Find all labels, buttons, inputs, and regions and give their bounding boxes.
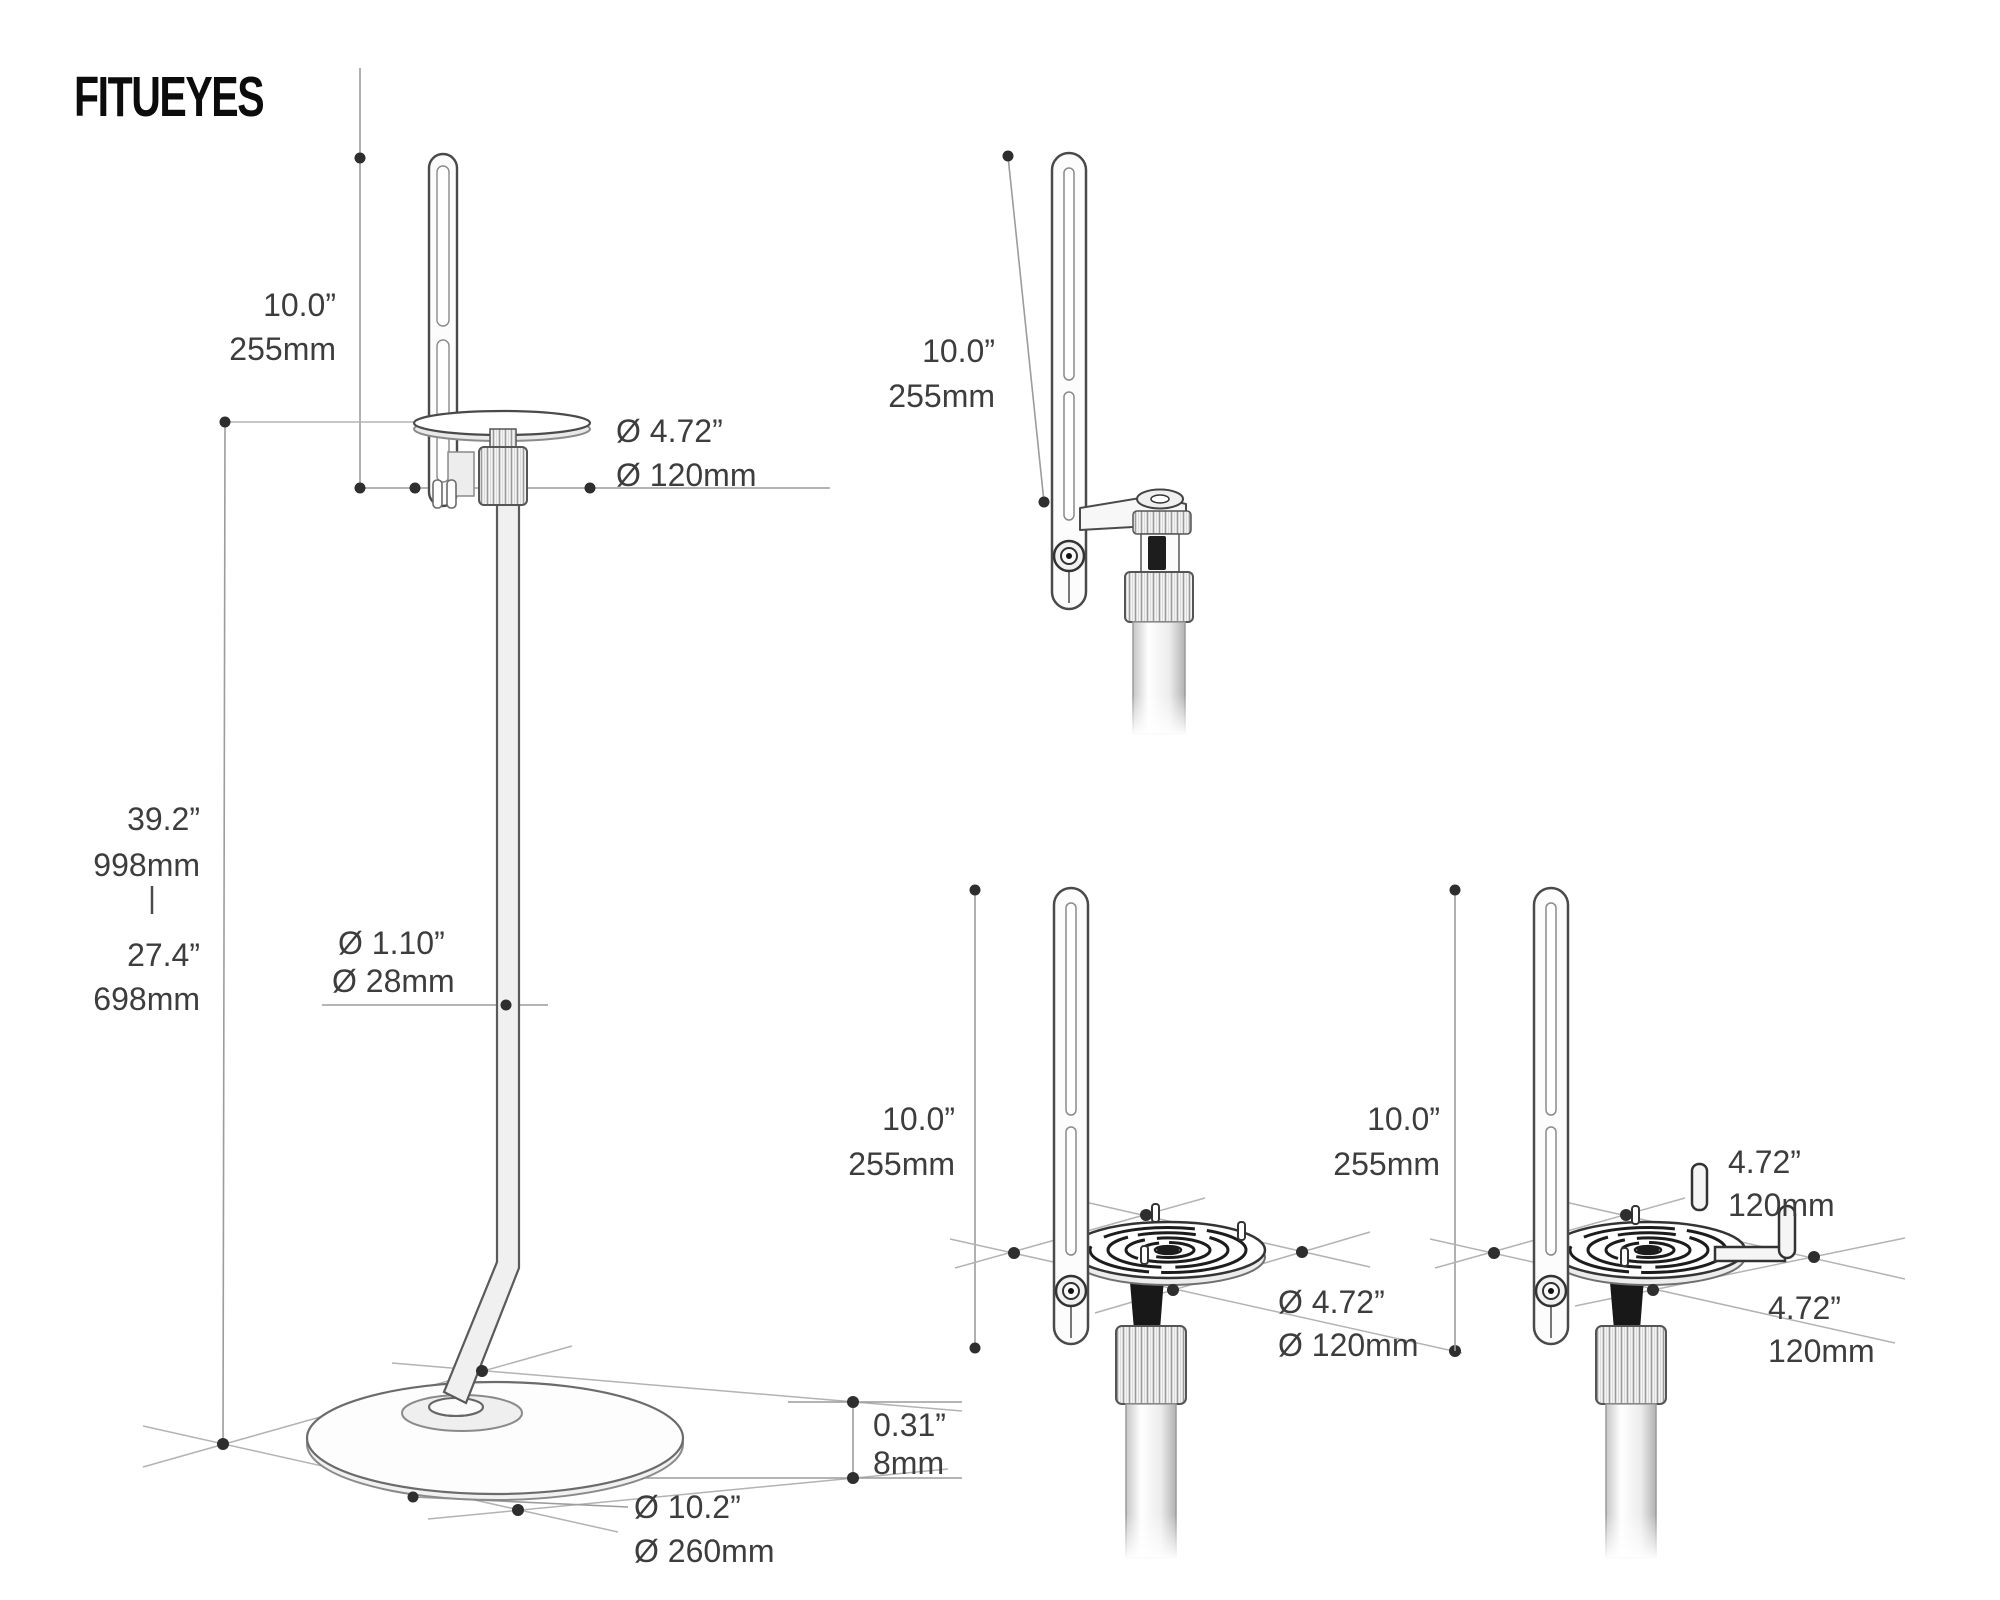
tray-peg-2 xyxy=(1237,1221,1246,1241)
main-height-max-mm: 998mm xyxy=(93,847,200,883)
main-pole-dia-in: Ø 1.10” xyxy=(338,925,445,961)
stand-pole xyxy=(442,501,521,1405)
main-bracket-height-mm: 255mm xyxy=(229,331,336,367)
dome-peg xyxy=(1690,1162,1709,1212)
bracket-fork-rear xyxy=(446,479,457,509)
tray-bracket-height-mm: 255mm xyxy=(848,1146,955,1182)
hook-tray-depth-mm: 120mm xyxy=(1768,1333,1875,1369)
base-thickness-in: 0.31” xyxy=(873,1407,946,1443)
hook-dimension-dots xyxy=(1449,884,1820,1296)
bracket-slot-upper xyxy=(436,165,450,327)
tray-diameter-mm: Ø 120mm xyxy=(1278,1327,1418,1363)
brand-logo: FITUEYES xyxy=(74,65,265,129)
hook-tray-width-mm: 120mm xyxy=(1728,1187,1835,1223)
figure-tray-hook-view: 10.0” 255mm 4.72” 120mm 4.72” 120mm xyxy=(1333,884,1906,1561)
hub-hole-front-edge xyxy=(428,1406,484,1417)
main-platform-dia-mm: Ø 120mm xyxy=(616,457,756,493)
main-height-min-mm: 698mm xyxy=(93,981,200,1017)
hook-bracket xyxy=(1532,886,1570,1346)
bracket-slot-lower xyxy=(436,339,450,483)
main-pole-dia-mm: Ø 28mm xyxy=(332,963,455,999)
base-thickness-mm: 8mm xyxy=(873,1445,944,1481)
hook-tray-width-in: 4.72” xyxy=(1728,1144,1801,1180)
figure-main-stand: 10.0” 255mm Ø 4.72” Ø 120mm 39.2” 998mm … xyxy=(93,68,963,1569)
side-bracket-height-dim-line xyxy=(1007,155,1045,503)
main-bracket-height-in: 10.0” xyxy=(263,287,336,323)
tray-peg-3 xyxy=(1140,1245,1149,1265)
bracket-fork-front xyxy=(432,479,443,509)
main-dimension-dots xyxy=(217,152,859,1516)
hook-tray-depth-in: 4.72” xyxy=(1768,1290,1841,1326)
hook-peg-2 xyxy=(1620,1247,1629,1267)
side-bracket-height-mm: 255mm xyxy=(888,378,995,414)
threaded-neck xyxy=(489,428,517,448)
clamp-slot xyxy=(1148,536,1166,570)
side-knurled-knob xyxy=(1124,571,1194,623)
hook-upright xyxy=(1777,1204,1797,1260)
height-adjust-knob xyxy=(478,446,528,506)
hook-bracket-height-mm: 255mm xyxy=(1333,1146,1440,1182)
main-height-max-in: 39.2” xyxy=(127,801,200,837)
lock-ring xyxy=(1132,510,1192,535)
hook-arm xyxy=(1713,1245,1787,1263)
side-pole-fade xyxy=(1128,694,1190,736)
figure-side-view: 10.0” 255mm xyxy=(888,150,1194,736)
main-total-height-dim-line xyxy=(222,421,226,1445)
tray-disc xyxy=(1069,1220,1267,1287)
tray-knob-assembly xyxy=(1115,1277,1187,1561)
base-plate xyxy=(305,1380,685,1496)
main-height-min-in: 27.4” xyxy=(127,937,200,973)
tray-bracket-height-in: 10.0” xyxy=(882,1101,955,1137)
figure-tray-view: 10.0” 255mm Ø 4.72” Ø 120mm xyxy=(848,884,1463,1561)
tray-peg-1 xyxy=(1151,1203,1160,1223)
hook-peg-1 xyxy=(1631,1205,1640,1225)
main-dimension-labels: 10.0” 255mm Ø 4.72” Ø 120mm 39.2” 998mm … xyxy=(93,287,946,1569)
base-diameter-mm: Ø 260mm xyxy=(634,1533,774,1569)
main-stand-artwork xyxy=(305,152,685,1501)
tray-diameter-in: Ø 4.72” xyxy=(1278,1284,1385,1320)
main-platform-dia-in: Ø 4.72” xyxy=(616,413,723,449)
side-bracket xyxy=(1050,151,1088,611)
hook-knob-assembly xyxy=(1595,1277,1667,1561)
base-diameter-in: Ø 10.2” xyxy=(634,1489,741,1525)
side-bracket-height-in: 10.0” xyxy=(922,333,995,369)
tray-bracket xyxy=(1052,886,1090,1346)
arm-cap-hole xyxy=(1150,494,1170,504)
hook-bracket-height-in: 10.0” xyxy=(1367,1101,1440,1137)
